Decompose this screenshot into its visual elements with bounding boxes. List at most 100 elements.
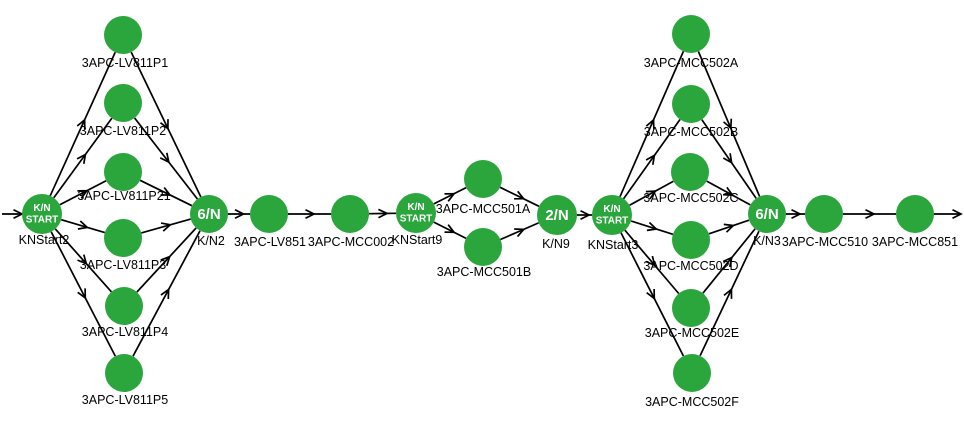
edge-MCC502B-KN3 bbox=[701, 119, 757, 199]
edge-KNStart3-MCC502E bbox=[624, 229, 680, 295]
label-KNStart3: KNStart3 bbox=[588, 238, 639, 252]
edge-KNStart2-LV811P1-arrowhead bbox=[76, 118, 86, 130]
node-MCC502F[interactable] bbox=[673, 354, 711, 392]
label-KNStart9: KNStart9 bbox=[392, 233, 443, 247]
node-MCC510[interactable] bbox=[805, 195, 843, 233]
label-LV811P5: 3APC-LV811P5 bbox=[82, 393, 168, 407]
edge-KN2-LV851-arrowhead bbox=[234, 209, 246, 219]
edge-MCC501A-KN9-arrowhead bbox=[514, 190, 526, 200]
node-MCC002[interactable] bbox=[331, 195, 369, 233]
node-MCC502E[interactable] bbox=[672, 289, 710, 327]
edge-MCC502E-KN3-arrowhead bbox=[722, 255, 734, 267]
edge-KNStart3-MCC502B bbox=[622, 119, 681, 200]
edge-KNStart2-LV811P3-arrowhead bbox=[77, 220, 90, 230]
edge-KNStart2-LV811P2 bbox=[53, 117, 113, 199]
label-MCC502B: 3APC-MCC502B bbox=[644, 125, 738, 139]
node-KN2[interactable] bbox=[190, 195, 228, 233]
edge-KNStart3-MCC502A bbox=[619, 51, 685, 198]
label-LV811P4: 3APC-LV811P4 bbox=[82, 325, 168, 339]
edge-MCC502A-KN3 bbox=[697, 51, 761, 197]
edge-KNStart2-LV811P3 bbox=[60, 218, 106, 234]
edge-MCC851-out-arrowhead bbox=[952, 209, 963, 219]
edge-KNStart2-LV811P2-arrowhead bbox=[76, 152, 87, 164]
node-MCC851[interactable] bbox=[896, 195, 934, 233]
edge-KNStart2-LV811P5 bbox=[50, 231, 117, 357]
edge-MCC510-MCC851-arrowhead bbox=[865, 209, 876, 219]
label-MCC502C: 3APC-MCC502C bbox=[643, 191, 738, 205]
node-LV851[interactable] bbox=[250, 195, 288, 233]
edge-KNStart3-MCC502C-arrowhead bbox=[645, 190, 658, 200]
edge-KNStart2-LV811P1 bbox=[49, 51, 116, 197]
edge-LV851-MCC002-arrowhead bbox=[305, 209, 316, 219]
edge-MCC501A-KN9 bbox=[499, 186, 540, 208]
label-LV811P1: 3APC-LV811P1 bbox=[82, 56, 168, 70]
edge-KNStart2-LV811P4 bbox=[54, 228, 113, 293]
node-LV811P1[interactable] bbox=[104, 16, 142, 54]
edge-KNStart3-MCC502E-arrowhead bbox=[645, 255, 656, 267]
label-MCC851: 3APC-MCC851 bbox=[872, 235, 958, 249]
label-LV851: 3APC-LV851 bbox=[234, 235, 306, 249]
edge-KNStart9-MCC501A bbox=[433, 186, 467, 205]
node-KNStart2[interactable] bbox=[22, 194, 62, 234]
label-MCC002: 3APC-MCC002 bbox=[308, 235, 394, 249]
edge-KNStart3-MCC502D-arrowhead bbox=[646, 221, 659, 232]
label-KN2: K/N2 bbox=[197, 234, 225, 248]
node-LV811P4[interactable] bbox=[105, 287, 143, 325]
node-KN9[interactable] bbox=[537, 195, 577, 235]
node-LV811P2[interactable] bbox=[104, 84, 142, 122]
edge-LV811P3-KN2-arrowhead bbox=[160, 222, 173, 232]
edge-KNStart9-MCC501A-arrowhead bbox=[444, 192, 456, 202]
node-KNStart9[interactable] bbox=[396, 193, 436, 233]
edge-LV811P21-KN2 bbox=[139, 179, 193, 207]
label-MCC502F: 3APC-MCC502F bbox=[645, 395, 739, 409]
node-KNStart3[interactable] bbox=[592, 195, 632, 235]
edges-layer bbox=[2, 51, 963, 357]
label-KNStart2: KNStart2 bbox=[19, 233, 70, 247]
edge-KNStart3-MCC502F bbox=[620, 232, 685, 357]
label-MCC501B: 3APC-MCC501B bbox=[437, 265, 531, 279]
label-LV811P21: 3APC-LV811P21 bbox=[77, 189, 170, 203]
gate-text-KN3: 6/N bbox=[755, 206, 778, 223]
gate-text-KN9: 2/N bbox=[545, 207, 568, 224]
edge-MCC502E-KN3 bbox=[702, 228, 756, 294]
edge-MCC502B-KN3-arrowhead bbox=[722, 153, 733, 165]
edge-LV811P3-KN2 bbox=[141, 218, 191, 234]
node-LV811P3[interactable] bbox=[104, 219, 142, 257]
node-MCC501B[interactable] bbox=[464, 228, 502, 266]
node-MCC502C[interactable] bbox=[671, 153, 709, 191]
node-KN3[interactable] bbox=[748, 195, 786, 233]
node-MCC502A[interactable] bbox=[672, 15, 710, 53]
edge-KNStart2-LV811P4-arrowhead bbox=[77, 254, 88, 266]
node-MCC502B[interactable] bbox=[672, 85, 710, 123]
edge-MCC002-KNStart9-arrowhead bbox=[378, 208, 389, 219]
edge-MCC502D-KN3-arrowhead bbox=[723, 223, 736, 233]
edge-KNStart3-MCC502D bbox=[630, 220, 674, 236]
edge-LV811P1-KN2-arrowhead bbox=[159, 119, 169, 131]
edge-KN9-KNStart3-arrowhead bbox=[580, 210, 591, 220]
node-MCC501A[interactable] bbox=[464, 160, 502, 198]
edge-MCC501B-KN9-arrowhead bbox=[514, 228, 526, 238]
edge-KNStart2-LV811P5-arrowhead bbox=[77, 288, 87, 300]
label-MCC502D: 3APC-MCC502D bbox=[643, 259, 738, 273]
edge-KNStart9-MCC501B bbox=[433, 221, 467, 240]
edge-MCC501B-KN9 bbox=[500, 222, 539, 241]
edge-LV811P5-KN2-arrowhead bbox=[160, 287, 170, 300]
label-MCC501A: 3APC-MCC501A bbox=[436, 202, 531, 216]
label-MCC502E: 3APC-MCC502E bbox=[645, 326, 739, 340]
edge-MCC502C-KN3 bbox=[706, 180, 751, 206]
edge-KNStart2-LV811P21-arrowhead bbox=[77, 189, 89, 199]
label-KN3: K/N3 bbox=[753, 234, 781, 248]
edge-KNStart3-MCC502C bbox=[629, 180, 674, 207]
node-LV811P21[interactable] bbox=[104, 153, 142, 191]
node-MCC502D[interactable] bbox=[672, 221, 710, 259]
edge-LV811P5-KN2 bbox=[132, 230, 201, 357]
labels-layer: KNStart23APC-LV811P13APC-LV811P23APC-LV8… bbox=[19, 56, 958, 409]
node-LV811P5[interactable] bbox=[105, 354, 143, 392]
label-MCC502A: 3APC-MCC502A bbox=[644, 56, 739, 70]
edge-MCC502F-KN3-arrowhead bbox=[723, 287, 733, 299]
